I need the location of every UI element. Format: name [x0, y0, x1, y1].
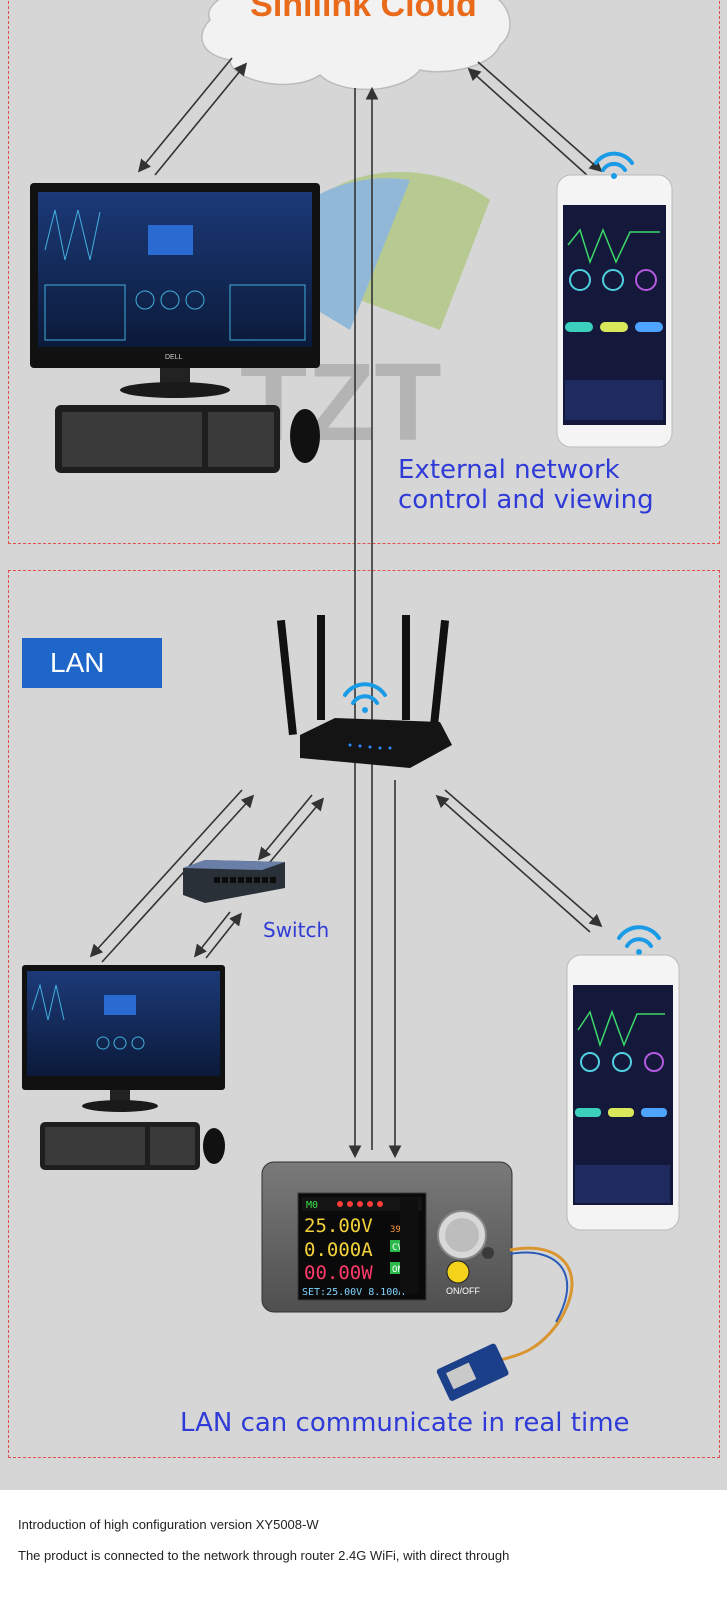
power-supply-module: M0 25.00V 0.000A 00.00W 39.7 CV ON SET:2…: [261, 1161, 574, 1362]
wifi-router: [276, 615, 452, 768]
realtime-label: LAN can communicate in real time: [180, 1408, 630, 1438]
external-network-line-2: control and viewing: [398, 485, 654, 515]
lan-tag: LAN: [22, 638, 162, 688]
module-on: ON: [392, 1265, 403, 1275]
wifi-icon-bottom-phone: [617, 925, 661, 955]
network-switch: [183, 860, 285, 903]
diagram-graphics: TZT: [22, 0, 680, 1401]
footer-line-1: Introduction of high configuration versi…: [18, 1517, 319, 1532]
monitor-brand: DELL: [165, 354, 183, 361]
module-voltage: 25.00V: [304, 1215, 373, 1237]
lan-section: [8, 570, 720, 1458]
phone-top: [556, 174, 673, 448]
wifi-module-board: [436, 1343, 509, 1401]
wifi-icon-top-phone: [594, 151, 634, 179]
module-setpoint: SET:25.00V 8.100A: [302, 1287, 404, 1298]
desktop-monitor-bottom: [22, 965, 225, 1170]
module-onoff-label: ON/OFF: [446, 1286, 480, 1296]
cloud-title: Sinilink Cloud: [250, 0, 477, 24]
footer-line-2: The product is connected to the network …: [18, 1548, 510, 1563]
desktop-monitor-top: DELL: [30, 183, 320, 473]
switch-label: Switch: [263, 918, 330, 942]
network-diagram: TZT: [0, 0, 727, 1490]
module-current: 0.000A: [304, 1239, 373, 1261]
cloud-icon: [201, 0, 511, 91]
wifi-icon-router: [343, 682, 387, 713]
external-network-section: [8, 0, 720, 544]
module-header: M0: [306, 1200, 318, 1211]
external-network-label: External network control and viewing: [398, 455, 654, 515]
phone-bottom: [566, 954, 680, 1231]
module-power: 00.00W: [304, 1262, 373, 1284]
external-network-line-1: External network: [398, 455, 620, 485]
module-cv: CV: [392, 1243, 403, 1253]
connection-arrows: [89, 57, 603, 1159]
